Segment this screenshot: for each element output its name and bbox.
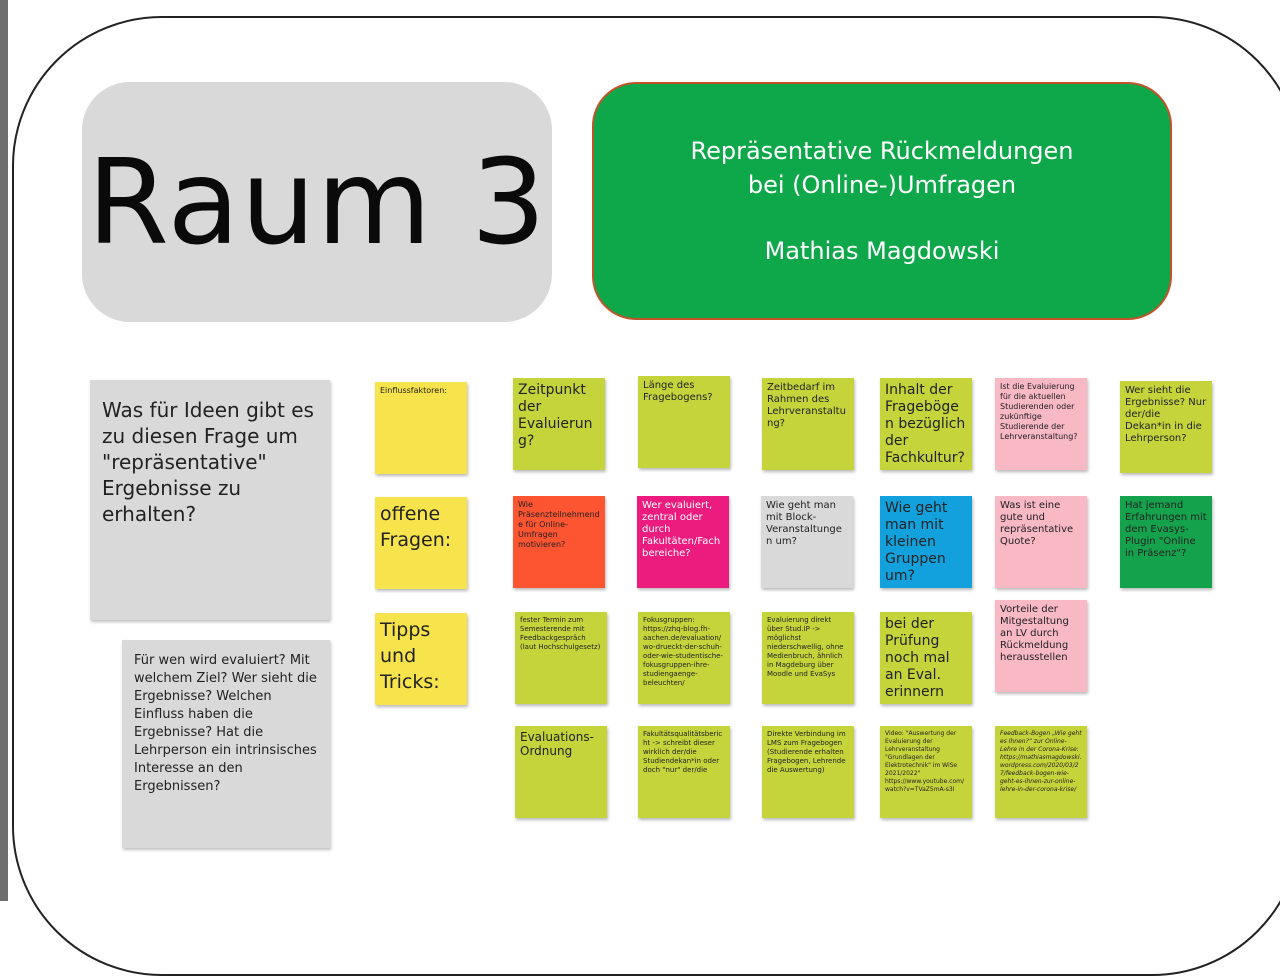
sticky-note[interactable]: Inhalt der Fragebögen bezüglich der Fach…: [880, 378, 972, 470]
sticky-note[interactable]: bei der Prüfung noch mal an Eval. erinne…: [880, 612, 972, 704]
sticky-note[interactable]: fester Termin zum Semesterende mit Feedb…: [515, 612, 607, 704]
session-title-line-1: Repräsentative Rückmeldungen: [690, 137, 1074, 165]
sticky-note[interactable]: Zeitbedarf im Rahmen des Lehrveranstaltu…: [762, 378, 854, 470]
sticky-note[interactable]: Fokusgruppen: https://zhq-blog.fh-aachen…: [638, 612, 730, 704]
sticky-note[interactable]: Wie Präsenzteilnehmende für Online-Umfra…: [513, 496, 605, 588]
sticky-note[interactable]: Wie geht man mit kleinen Gruppen um?: [880, 496, 972, 588]
sticky-note[interactable]: Video: "Auswertung der Evaluierung der L…: [880, 726, 972, 818]
sticky-note[interactable]: Länge des Fragebogens?: [638, 376, 730, 468]
sticky-note[interactable]: Fakultätsqualitätsbericht -> schreibt di…: [638, 726, 730, 818]
sticky-note[interactable]: Hat jemand Erfahrungen mit dem Evasys-Pl…: [1120, 496, 1212, 588]
session-author: Mathias Magdowski: [764, 237, 1000, 265]
sub-questions-note[interactable]: Für wen wird evaluiert? Mit welchem Ziel…: [122, 640, 330, 848]
sticky-note[interactable]: Evaluations-Ordnung: [515, 726, 607, 818]
session-title-line-2: bei (Online-)Umfragen: [747, 171, 1017, 199]
sticky-note[interactable]: Direkte Verbindung im LMS zum Fragebogen…: [762, 726, 854, 818]
window-left-edge: [0, 0, 8, 901]
sticky-note[interactable]: Wie geht man mit Block-Veranstaltungen u…: [761, 496, 853, 588]
sticky-note[interactable]: Wer sieht die Ergebnisse? Nur der/die De…: [1120, 381, 1212, 473]
row-label-einflussfaktoren[interactable]: Einflussfaktoren:: [375, 382, 467, 474]
sticky-note[interactable]: Feedback-Bogen „Wie geht es Ihnen?“ zur …: [995, 726, 1087, 818]
sticky-note[interactable]: Wer evaluiert, zentral oder durch Fakult…: [637, 496, 729, 588]
session-header: Repräsentative Rückmeldungen bei (Online…: [592, 82, 1172, 320]
sticky-note[interactable]: Vorteile der Mitgestaltung an LV durch R…: [995, 600, 1087, 692]
sticky-note[interactable]: Was ist eine gute und repräsentative Quo…: [995, 496, 1087, 588]
main-question-note[interactable]: Was für Ideen gibt es zu diesen Frage um…: [90, 380, 330, 620]
sticky-note[interactable]: Evaluierung direkt über Stud.IP -> mögli…: [762, 612, 854, 704]
sticky-note[interactable]: Zeitpunkt der Evaluierung?: [513, 378, 605, 470]
row-label-offene-fragen[interactable]: offene Fragen:: [375, 497, 467, 589]
sticky-note[interactable]: Ist die Evaluierung für die aktuellen St…: [995, 378, 1087, 470]
room-title-box: Raum 3: [82, 82, 552, 322]
row-label-tipps-und-tricks[interactable]: Tipps und Tricks:: [375, 613, 467, 705]
room-title: Raum 3: [86, 133, 548, 271]
